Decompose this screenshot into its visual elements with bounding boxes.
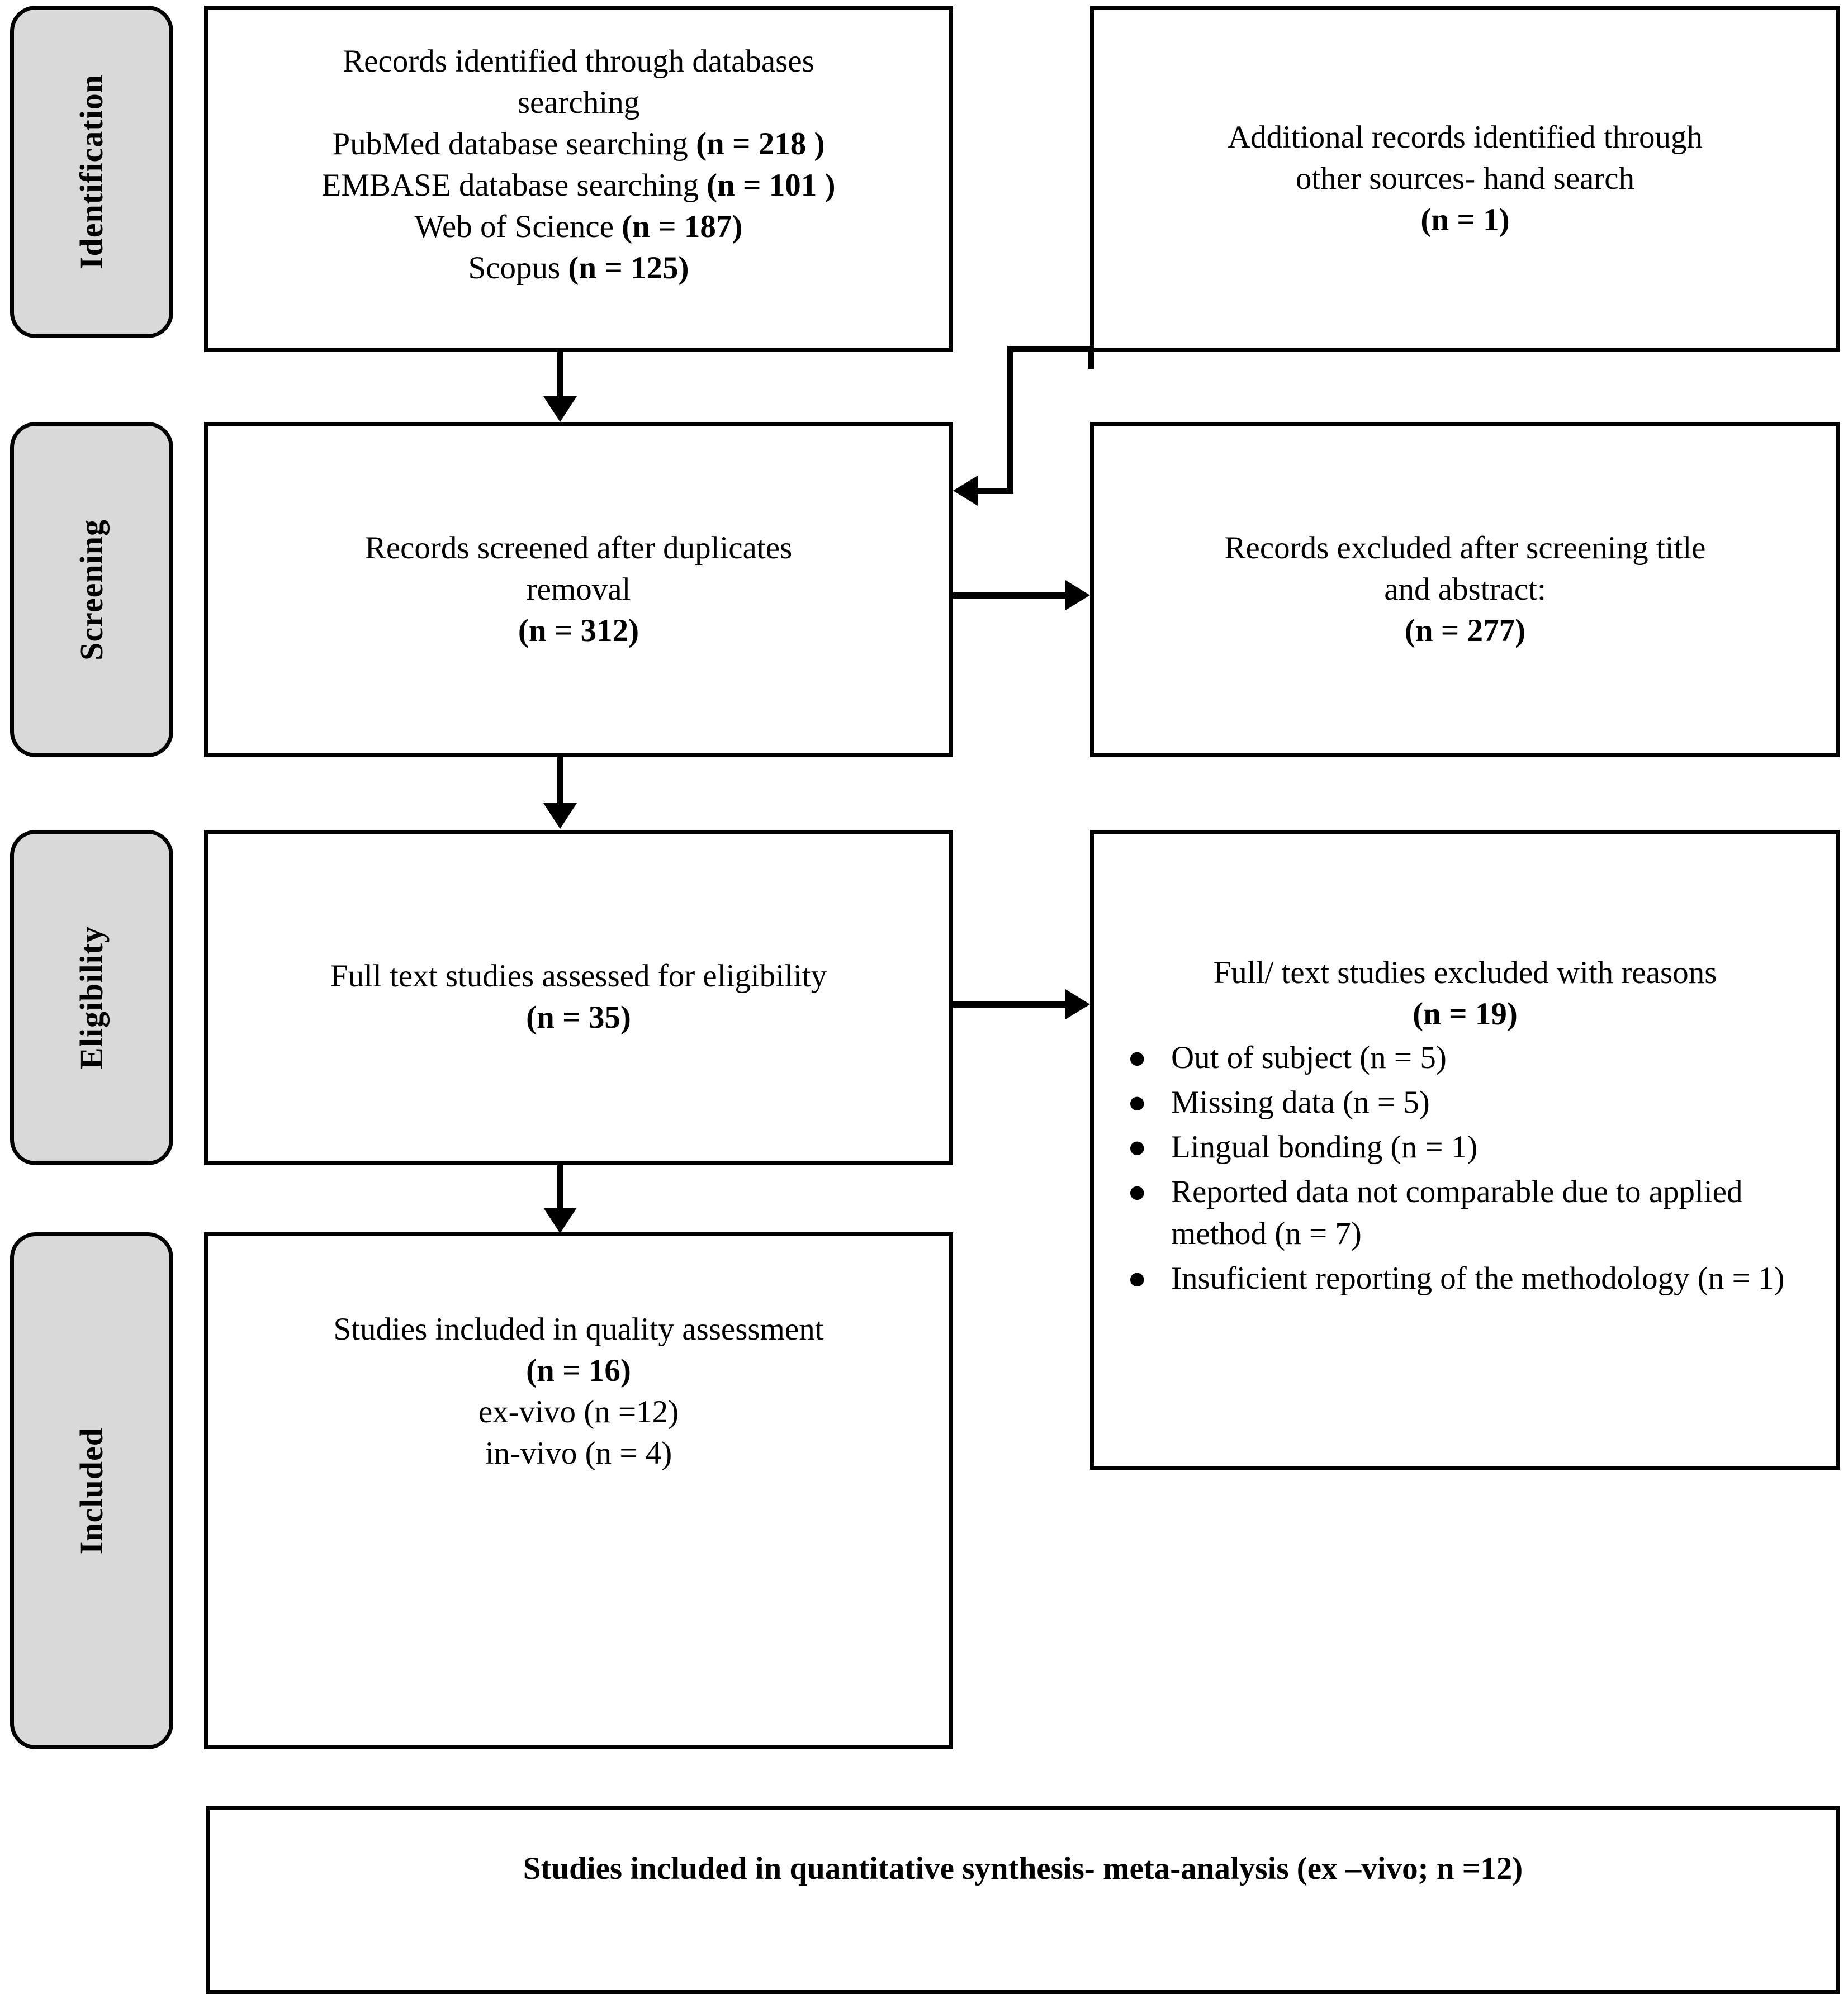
source-embase-label: EMBASE database searching	[321, 168, 699, 203]
stage-identification-label: Identification	[73, 74, 110, 270]
list-item: ● Out of subject (n = 5)	[1127, 1037, 1821, 1079]
stage-identification: Identification	[10, 6, 173, 338]
bullet-icon: ●	[1127, 1260, 1147, 1296]
box-quantitative-synthesis: Studies included in quantitative synthes…	[206, 1806, 1840, 1994]
list-item: ● Reported data not comparable due to ap…	[1127, 1171, 1821, 1254]
connector-eligibility-to-excluded-line	[953, 1001, 1067, 1008]
connector-additional-records-stub	[1088, 352, 1094, 369]
connector-additional-records-horizontal-top	[1007, 346, 1094, 352]
records-excluded-line-1: Records excluded after screening title	[1224, 530, 1706, 566]
source-pubmed: PubMed database searching (n = 218 )	[208, 124, 949, 165]
full-text-assessed-count: (n = 35)	[526, 1000, 631, 1036]
source-embase-count: (n = 101 )	[707, 168, 836, 203]
exclusion-reason-text: Out of subject (n = 5)	[1171, 1040, 1447, 1076]
box-studies-included-quality: Studies included in quality assessment (…	[204, 1232, 953, 1749]
connector-additional-records-vertical	[1007, 346, 1013, 494]
connector-identification-to-screening-arrowhead	[543, 396, 577, 422]
additional-records-line-1: Additional records identified through	[1227, 119, 1703, 155]
records-excluded-count: (n = 277)	[1404, 613, 1526, 649]
exclusion-reason-text: Missing data (n = 5)	[1171, 1085, 1430, 1121]
box-records-excluded: Records excluded after screening title a…	[1090, 422, 1840, 757]
full-text-assessed-line-1: Full text studies assessed for eligibili…	[330, 958, 827, 994]
records-excluded-line-2: and abstract:	[1384, 571, 1546, 607]
source-pubmed-label: PubMed database searching	[332, 126, 688, 162]
source-web-of-science-count: (n = 187)	[622, 209, 743, 245]
list-item: ● Insuficient reporting of the methodolo…	[1127, 1258, 1821, 1299]
full-text-excluded-line-1: Full/ text studies excluded with reasons	[1213, 955, 1717, 990]
exclusion-reason-text: Lingual bonding (n = 1)	[1171, 1129, 1478, 1165]
connector-screening-to-excluded-line	[953, 592, 1067, 599]
connector-screening-to-eligibility-arrowhead	[543, 803, 577, 829]
stage-screening: Screening	[10, 422, 173, 757]
exclusion-reasons-list: ● Out of subject (n = 5) ● Missing data …	[1094, 1037, 1836, 1303]
stage-included-label: Included	[73, 1427, 110, 1555]
quantitative-synthesis-text: Studies included in quantitative synthes…	[523, 1851, 1523, 1886]
box-full-text-assessed: Full text studies assessed for eligibili…	[204, 830, 953, 1165]
list-item: ● Lingual bonding (n = 1)	[1127, 1127, 1821, 1168]
records-screened-line-1: Records screened after duplicates	[364, 530, 793, 566]
records-screened-count: (n = 312)	[518, 613, 639, 649]
bullet-icon: ●	[1127, 1085, 1147, 1121]
source-web-of-science-label: Web of Science	[414, 209, 614, 245]
stage-included: Included	[10, 1232, 173, 1749]
additional-records-count: (n = 1)	[1420, 202, 1510, 238]
studies-included-ex-vivo: ex-vivo (n =12)	[478, 1394, 679, 1430]
connector-eligibility-to-included-arrowhead	[543, 1208, 577, 1233]
connector-screening-to-eligibility-line	[557, 757, 563, 805]
bullet-icon: ●	[1127, 1174, 1147, 1210]
records-screened-line-2: removal	[526, 571, 631, 607]
additional-records-line-2: other sources- hand search	[1295, 160, 1635, 196]
records-identified-line-2: searching	[517, 85, 640, 121]
box-full-text-excluded: Full/ text studies excluded with reasons…	[1090, 830, 1840, 1470]
source-scopus: Scopus (n = 125)	[208, 248, 949, 289]
bullet-icon: ●	[1127, 1129, 1147, 1165]
studies-included-count: (n = 16)	[526, 1353, 631, 1389]
full-text-excluded-count: (n = 19)	[1413, 996, 1518, 1032]
bullet-icon: ●	[1127, 1040, 1147, 1076]
exclusion-reason-text: Insuficient reporting of the methodology…	[1171, 1260, 1785, 1296]
stage-screening-label: Screening	[73, 519, 110, 661]
stage-eligibility: Eligibility	[10, 830, 173, 1165]
source-scopus-label: Scopus	[468, 250, 568, 286]
records-identified-line-1: Records identified through databases	[343, 44, 814, 79]
connector-identification-to-screening-line	[557, 352, 563, 400]
connector-additional-records-arrowhead	[953, 476, 978, 506]
connector-additional-records-horizontal-bottom	[977, 488, 1013, 494]
source-web-of-science: Web of Science (n = 187)	[208, 206, 949, 248]
connector-screening-to-excluded-arrowhead	[1065, 580, 1090, 610]
connector-eligibility-to-excluded-arrowhead	[1065, 989, 1090, 1019]
stage-eligibility-label: Eligibility	[73, 926, 110, 1069]
source-scopus-count: (n = 125)	[568, 250, 689, 286]
studies-included-line-1: Studies included in quality assessment	[333, 1312, 824, 1347]
box-additional-records: Additional records identified through ot…	[1090, 6, 1840, 352]
exclusion-reason-text: Reported data not comparable due to appl…	[1171, 1174, 1743, 1251]
source-pubmed-count: (n = 218 )	[696, 126, 825, 162]
studies-included-in-vivo: in-vivo (n = 4)	[485, 1436, 672, 1471]
source-embase: EMBASE database searching (n = 101 )	[208, 165, 949, 206]
box-records-identified: Records identified through databases sea…	[204, 6, 953, 352]
list-item: ● Missing data (n = 5)	[1127, 1082, 1821, 1123]
box-records-screened: Records screened after duplicates remova…	[204, 422, 953, 757]
connector-eligibility-to-included-line	[557, 1165, 563, 1213]
